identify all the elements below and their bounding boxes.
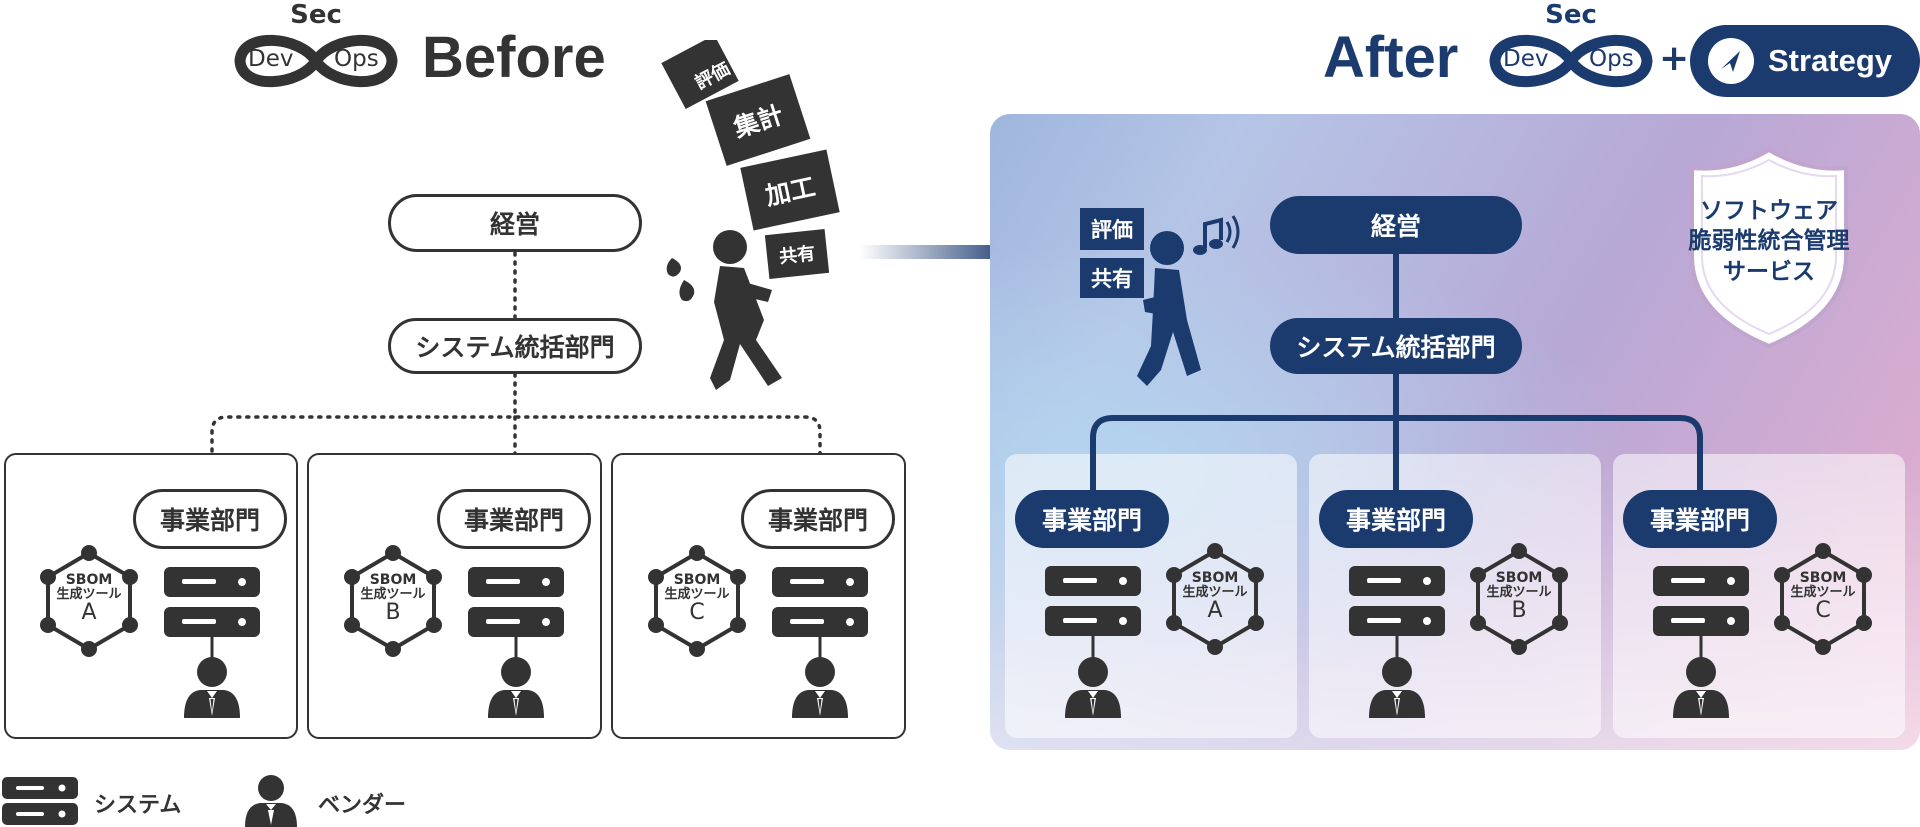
before-division-label-a: 事業部門 — [133, 489, 287, 549]
legend-server-icon — [2, 777, 78, 825]
logo-sec-text: Sec — [1545, 0, 1597, 30]
legend-vendor-icon — [245, 775, 297, 827]
devsecops-logo-after: Sec Dev Ops — [1487, 0, 1655, 100]
server-icon — [1045, 566, 1141, 658]
vendor-person-icon — [1369, 657, 1425, 718]
after-task-share-label: 共有 — [1091, 267, 1133, 291]
devsecops-logo-before: Sec Dev Ops — [232, 0, 400, 100]
vendor-person-icon — [1673, 657, 1729, 718]
before-system-dept-node: システム統括部門 — [388, 318, 642, 374]
server-icon — [1349, 566, 1445, 658]
logo-ops-text: Ops — [1589, 46, 1634, 72]
after-task-evaluate-label: 評価 — [1091, 218, 1133, 242]
vendor-person-icon — [1065, 657, 1121, 718]
shield-icon — [1690, 147, 1848, 349]
strategy-badge: Strategy — [1690, 25, 1920, 97]
after-division-label-a: 事業部門 — [1015, 490, 1169, 548]
before-division-label-c: 事業部門 — [741, 489, 895, 549]
server-icon — [1653, 566, 1749, 658]
after-division-label-b: 事業部門 — [1319, 490, 1473, 548]
before-division-label-b: 事業部門 — [437, 489, 591, 549]
logo-dev-text: Dev — [1503, 46, 1549, 72]
logo-dev-text: Dev — [248, 46, 294, 72]
compass-icon — [1708, 38, 1754, 84]
legend-vendor-label: ベンダー — [318, 793, 407, 818]
after-system-dept-node: システム統括部門 — [1270, 318, 1522, 374]
after-management-node: 経営 — [1270, 196, 1522, 254]
logo-sec-text: Sec — [290, 0, 342, 30]
strategy-text: Strategy — [1768, 43, 1893, 78]
infinity-icon — [1489, 34, 1653, 88]
after-division-label-c: 事業部門 — [1623, 490, 1777, 548]
relaxed-person-figure — [1080, 208, 1240, 386]
logo-ops-text: Ops — [334, 46, 379, 72]
legend-system-label: システム — [94, 793, 182, 818]
service-name-label: ソフトウェア 脆弱性統合管理 サービス — [1688, 198, 1850, 285]
after-title: After — [1323, 25, 1459, 90]
infinity-icon — [234, 34, 398, 88]
overburdened-person-figure — [661, 40, 840, 390]
before-title: Before — [422, 25, 606, 90]
plus-sign: + — [1659, 38, 1690, 79]
before-management-node: 経営 — [388, 194, 642, 252]
